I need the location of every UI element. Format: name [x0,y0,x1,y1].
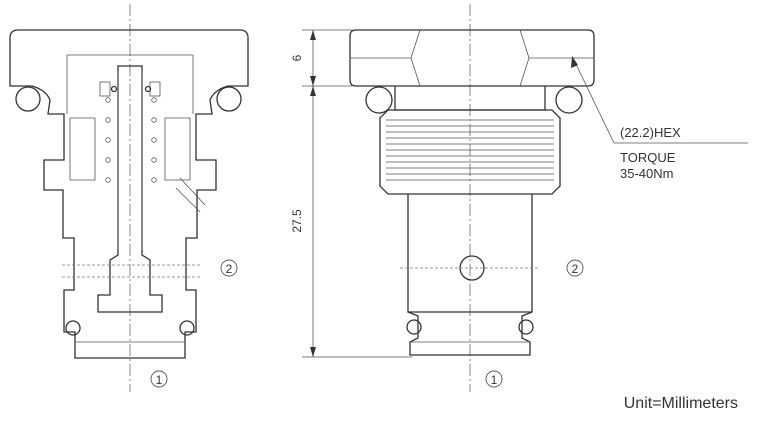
spring-cap-left [99,81,111,97]
spring-coils [105,97,157,183]
hex-callout: (22.2)HEX TORQUE 35-40Nm [571,56,748,181]
dim-body-arrow-bottom [310,347,316,357]
spring-coil [105,157,111,163]
unit-note: Unit=Millimeters [624,395,738,412]
spring-coil [105,137,111,143]
section-oring-bottom-left [65,320,81,336]
exterior-hex-facet-left [410,29,421,87]
exterior-oring-bottom-right [518,319,534,335]
exterior-port-2-circle [566,259,584,277]
callout-arrowhead [571,56,578,68]
section-sleeve-right [164,117,191,181]
spring-coil [151,97,157,103]
spring-coil [151,137,157,143]
exterior-thread-body [379,109,561,195]
section-port-2-label: 2 [226,262,233,276]
section-oring-top-left [15,86,41,112]
exterior-port-1-label: 1 [491,373,498,387]
spring-coil [105,117,111,123]
spring-coil [151,157,157,163]
spring-coil [105,97,111,103]
exterior-port-2-label: 2 [572,262,579,276]
dim-cap-arrow-top [310,30,316,40]
exterior-lower-body [407,194,533,313]
dim-cap-arrow-bottom [310,76,316,86]
spring-coil [151,177,157,183]
callout-leader [573,59,615,144]
section-hex-cap [9,29,249,359]
exterior-oring-top-left [365,86,393,114]
spring-cap-right [149,81,161,97]
dim-body-arrow-top [310,86,316,96]
section-spring [99,81,161,183]
exterior-oring-top-right [555,86,583,114]
callout-hex-label: (22.2)HEX [620,125,681,140]
section-port-2-circle [220,259,238,277]
spring-coil [105,177,111,183]
dim-cap-height-label: 6 [290,54,304,61]
section-drill-1 [179,177,206,206]
section-port-1-circle [150,370,168,388]
spring-pin-right [144,85,152,93]
section-oring-bottom-right [179,320,195,336]
exterior-bottom [407,311,533,356]
section-port-1-label: 1 [156,373,163,387]
section-drill-2 [175,187,201,213]
spring-coil [151,117,157,123]
callout-torque-value: 35-40Nm [620,166,673,181]
section-view: 2 1 [9,4,249,392]
exterior-thread-lines [386,119,554,181]
exterior-view: 2 1 [349,4,595,392]
spring-pin-left [110,85,118,93]
dimensions: 6 27.5 [290,29,412,358]
exterior-port-1-circle [485,370,503,388]
section-poppet [97,65,163,313]
exterior-oring-bottom-left [406,319,422,335]
exterior-hex-facet-right [519,29,530,87]
section-sleeve-left [69,117,96,181]
section-oring-top-right [216,86,242,112]
callout-torque-label: TORQUE [620,150,676,165]
dim-body-length-label: 27.5 [290,209,304,233]
exterior-hex [349,29,595,87]
